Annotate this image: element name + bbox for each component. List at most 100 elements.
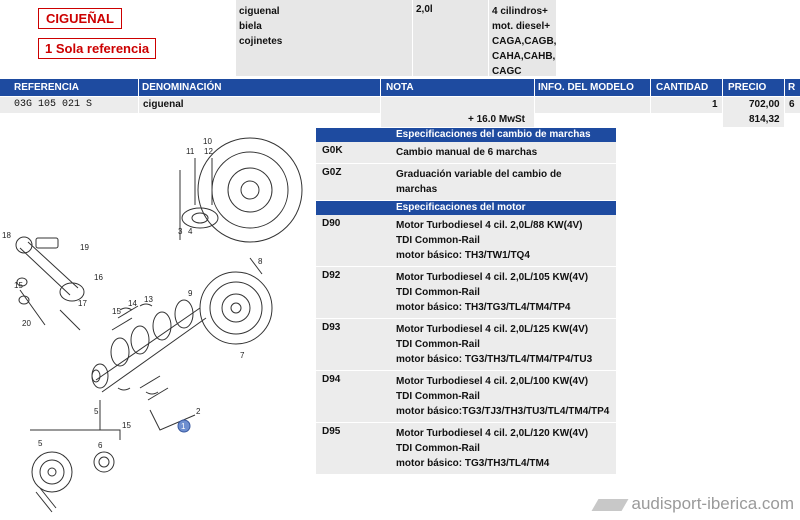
divider: [784, 79, 785, 96]
spec-description: Motor Turbodiesel 4 cil. 2,0L/120 KW(4V)…: [396, 423, 616, 474]
crankshaft: [95, 307, 207, 393]
spec-row: D95 Motor Turbodiesel 4 cil. 2,0L/120 KW…: [316, 423, 616, 475]
diagram-label: 20: [22, 319, 31, 328]
diagram-label: 18: [2, 231, 11, 240]
diagram-label: 9: [188, 289, 193, 298]
site-watermark: audisport-iberica.com: [592, 494, 794, 514]
part-denomination: ciguenal: [143, 99, 184, 110]
diagram-label: 15: [112, 307, 121, 316]
spec-description: Motor Turbodiesel 4 cil. 2,0L/88 KW(4V) …: [396, 215, 616, 266]
spec-line: Graduación variable del cambio de: [396, 169, 562, 180]
diagram-label: 4: [188, 227, 193, 236]
spec-description: Cambio manual de 6 marchas: [396, 142, 616, 163]
cell-bg: [535, 97, 650, 113]
connecting-rod: [19, 241, 79, 296]
spec-line: motor básico:TG3/TJ3/TH3/TU3/TL4/TM4/TP4: [396, 406, 610, 417]
spec-row: D94 Motor Turbodiesel 4 cil. 2,0L/100 KW…: [316, 371, 616, 423]
engine-line: CAGC: [492, 66, 522, 77]
part-r: 6: [789, 99, 795, 110]
spec-row: D93 Motor Turbodiesel 4 cil. 2,0L/125 KW…: [316, 319, 616, 371]
part-price: 702,00: [749, 99, 780, 110]
spec-line: TDI Common-Rail: [396, 287, 480, 298]
divider: [650, 79, 651, 96]
page-title-badge: CIGUEÑAL: [38, 8, 122, 29]
flywheel: [197, 137, 303, 243]
divider: [534, 79, 535, 96]
diagram-label: 6: [98, 441, 103, 450]
col-info: INFO. DEL MODELO: [538, 82, 634, 93]
pilot-bearing: [181, 207, 219, 229]
specifications-panel: Especificaciones del cambio de marchas G…: [316, 128, 616, 475]
diagram-label: 14: [128, 299, 137, 308]
spec-line: TDI Common-Rail: [396, 235, 480, 246]
spec-row: D90 Motor Turbodiesel 4 cil. 2,0L/88 KW(…: [316, 215, 616, 267]
spec-code: D95: [322, 426, 341, 437]
engine-line: 4 cilindros+: [492, 6, 548, 17]
diagram-label: 3: [178, 227, 183, 236]
spec-line: motor básico: TH3/TG3/TL4/TM4/TP4: [396, 302, 571, 313]
diagram-label: 7: [240, 351, 245, 360]
part-name: biela: [239, 21, 262, 32]
spec-code: D93: [322, 322, 341, 333]
spec-line: Motor Turbodiesel 4 cil. 2,0L/105 KW(4V): [396, 272, 589, 283]
part-name: ciguenal: [239, 6, 280, 17]
spec-line: motor básico: TH3/TW1/TQ4: [396, 250, 530, 261]
part-names: ciguenal biela cojinetes: [239, 4, 282, 49]
brand-name: audisport-iberica.com: [631, 494, 794, 513]
col-precio: PRECIO: [728, 82, 767, 93]
cell-bg: [651, 97, 722, 113]
cell-bg: [785, 97, 800, 113]
col-denominacion: DENOMINACIÓN: [142, 82, 222, 93]
diagram-label: 17: [78, 299, 87, 308]
diagram-label: 12: [204, 147, 213, 156]
spec-description: Motor Turbodiesel 4 cil. 2,0L/105 KW(4V)…: [396, 267, 616, 318]
divider: [412, 0, 413, 76]
spec-line: Motor Turbodiesel 4 cil. 2,0L/125 KW(4V): [396, 324, 589, 335]
spec-code: G0K: [322, 145, 343, 156]
diagram-label: 5: [38, 439, 43, 448]
diagram-label: 16: [94, 273, 103, 282]
diagram-label: 10: [203, 137, 212, 146]
spec-row: G0Z Graduación variable del cambio de ma…: [316, 164, 616, 201]
cell-bg: [381, 97, 534, 113]
gearbox-spec-header: Especificaciones del cambio de marchas: [316, 128, 616, 142]
diagram-label: 15: [122, 421, 131, 430]
cell-bg: [139, 97, 380, 113]
divider: [488, 0, 489, 76]
spec-row: D92 Motor Turbodiesel 4 cil. 2,0L/105 KW…: [316, 267, 616, 319]
spec-line: Motor Turbodiesel 4 cil. 2,0L/100 KW(4V): [396, 376, 589, 387]
price-with-vat: 814,32: [749, 114, 780, 125]
spec-code: D92: [322, 270, 341, 281]
displacement: 2,0l: [416, 4, 433, 15]
model-info-box: ciguenal biela cojinetes 2,0l 4 cilindro…: [236, 0, 556, 79]
diagram-label: 13: [144, 295, 153, 304]
engine-applicability: 4 cilindros+ mot. diesel+ CAGA,CAGB, CAH…: [492, 4, 556, 79]
part-reference[interactable]: 03G 105 021 S: [14, 99, 93, 110]
spec-code: G0Z: [322, 167, 342, 178]
crankshaft-exploded-diagram: 10 11 12 3 4 19 18 16 17 15 20 14 13 15 …: [2, 137, 303, 513]
engine-line: mot. diesel+: [492, 21, 551, 32]
divider: [722, 79, 723, 96]
spec-line: Cambio manual de 6 marchas: [396, 147, 538, 158]
spec-line: TDI Common-Rail: [396, 339, 480, 350]
single-reference-badge: 1 Sola referencia: [38, 38, 157, 59]
engine-line: CAHA,CAHB,: [492, 51, 556, 62]
spec-line: Motor Turbodiesel 4 cil. 2,0L/120 KW(4V): [396, 428, 589, 439]
spec-row: G0K Cambio manual de 6 marchas: [316, 142, 616, 164]
spec-line: motor básico: TG3/TH3/TL4/TM4/TP4/TU3: [396, 354, 593, 365]
diagram-label: 8: [258, 257, 263, 266]
col-nota: NOTA: [386, 82, 414, 93]
table-row[interactable]: 03G 105 021 S ciguenal 1 702,00 6 + 16.0…: [0, 97, 800, 127]
vat-note: + 16.0 MwSt: [468, 114, 525, 125]
engine-line: CAGA,CAGB,: [492, 36, 557, 47]
divider: [380, 79, 381, 96]
spec-code: D90: [322, 218, 341, 229]
cell-bg: [381, 113, 534, 127]
cell-bg: [0, 97, 138, 113]
brand-logo-icon: [592, 498, 629, 511]
spec-description: Graduación variable del cambio de marcha…: [396, 164, 616, 200]
spec-description: Motor Turbodiesel 4 cil. 2,0L/100 KW(4V)…: [396, 371, 616, 422]
diagram-label: 5: [94, 407, 99, 416]
selected-part-marker[interactable]: [177, 419, 191, 433]
spec-line: TDI Common-Rail: [396, 443, 480, 454]
